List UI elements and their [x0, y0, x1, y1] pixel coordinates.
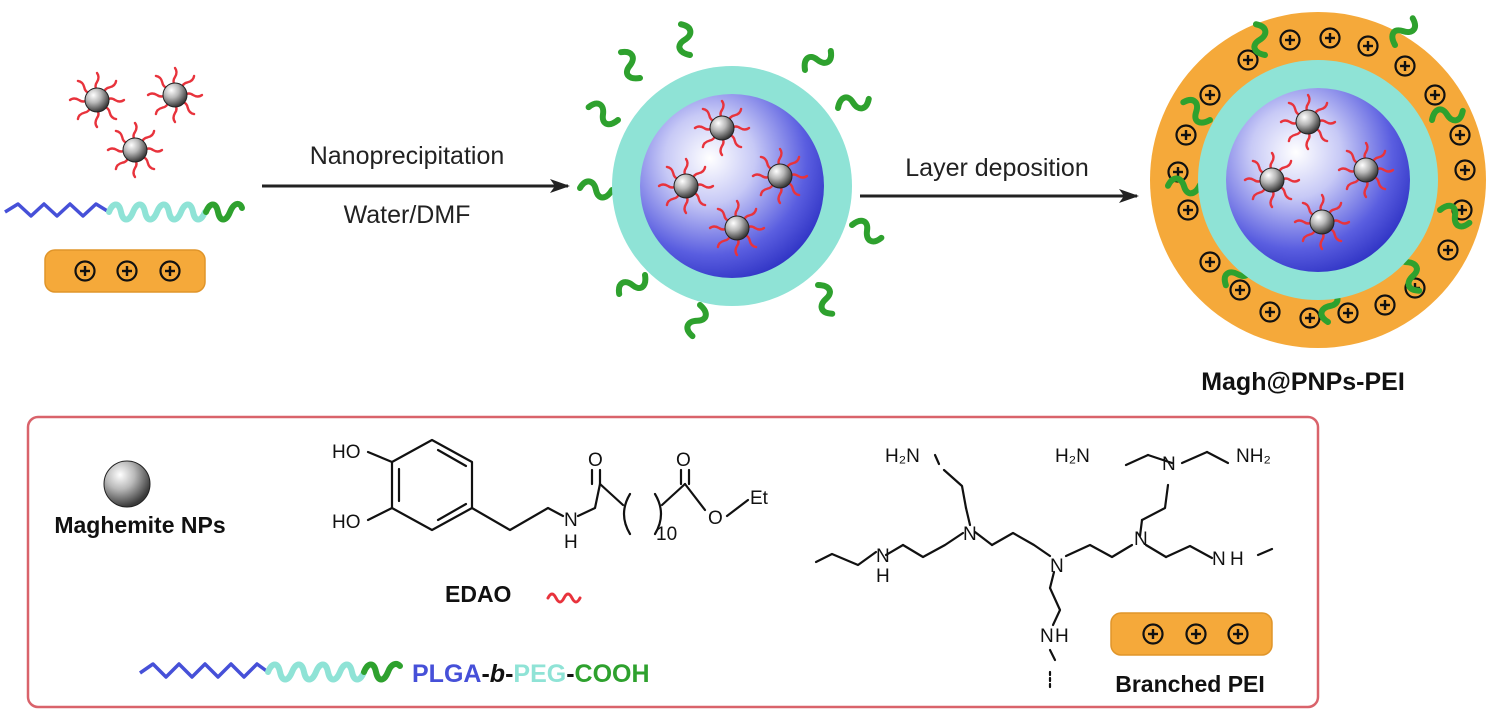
amine-n-label: N: [1040, 626, 1054, 647]
encapsulated-np: [1337, 141, 1395, 199]
polymer-separator: -: [566, 660, 574, 688]
product-label: Magh@PNPs-PEI: [1201, 368, 1405, 396]
amine-n-label: N: [876, 546, 890, 567]
amine-h-label: H: [876, 566, 890, 587]
cooh-text: COOH: [575, 660, 650, 688]
maghemite-particle: [68, 71, 126, 129]
ethyl-label: Et: [750, 488, 769, 509]
step1-sublabel: Water/DMF: [344, 201, 471, 229]
amine-n-label: N: [1050, 556, 1064, 577]
amine-h-label: H: [1230, 549, 1244, 570]
plga-core: [1226, 88, 1410, 272]
arrow-layer-deposition: Layer deposition: [860, 154, 1139, 203]
polymer-separator: -: [505, 660, 513, 688]
intermediate-nanoparticle: [580, 22, 885, 338]
maghemite-label: Maghemite NPs: [54, 512, 225, 538]
ho-top-label: HO: [332, 442, 361, 463]
amine-h2n-label: H₂N: [885, 446, 920, 467]
plga-text: PLGA: [412, 660, 481, 688]
legend-pei: Branched PEI: [1110, 612, 1273, 697]
pei-label: Branched PEI: [1115, 671, 1265, 697]
amine-h-label: H: [1055, 626, 1069, 647]
edao-label: EDAO: [445, 581, 511, 607]
ho-bottom-label: HO: [332, 512, 361, 533]
repeat-count-label: 10: [656, 524, 677, 545]
encapsulated-np: [708, 199, 766, 257]
amine-n-label: N: [1212, 549, 1226, 570]
polymer-separator: -: [481, 660, 489, 688]
maghemite-particle: [106, 121, 164, 179]
amide-o-label: O: [588, 450, 603, 471]
starting-polymer-chain: [4, 200, 245, 223]
maghemite-sphere-icon: [103, 460, 151, 508]
step1-label: Nanoprecipitation: [310, 142, 505, 170]
amine-n-label: N: [963, 524, 977, 545]
amine-h2n-label: H₂N: [1055, 446, 1090, 467]
edao-wave-icon: [546, 592, 582, 604]
plga-core: [640, 94, 824, 278]
maghemite-particle: [146, 66, 204, 124]
encapsulated-np: [693, 99, 751, 157]
amide-h-label: H: [564, 532, 578, 553]
amine-nh2-label: NH₂: [1236, 446, 1271, 467]
ester-o-label: O: [708, 508, 723, 529]
amide-n-label: N: [564, 510, 578, 531]
encapsulated-np: [1243, 151, 1301, 209]
amine-n-label: N: [1134, 529, 1148, 550]
legend-polymer: PLGA-b-PEG-COOH: [139, 660, 650, 688]
peg-text: PEG: [513, 660, 566, 688]
encapsulated-np: [1293, 193, 1351, 251]
encapsulated-np: [751, 147, 809, 205]
starting-pei-bar: [44, 249, 206, 293]
polymer-label: PLGA-b-PEG-COOH: [412, 660, 650, 688]
arrow-nanoprecipitation: Nanoprecipitation Water/DMF: [262, 142, 570, 229]
pei-structure: H₂N H₂N NH₂ N H N N N N N H N H: [814, 446, 1274, 692]
encapsulated-np: [657, 157, 715, 215]
legend-frame: [26, 415, 1320, 709]
encapsulated-np: [1279, 93, 1337, 151]
ester-carbonyl-o-label: O: [676, 450, 691, 471]
step2-label: Layer deposition: [905, 154, 1088, 182]
amine-n-label: N: [1162, 454, 1176, 475]
edao-structure: HO HO N H O O 10 O Et EDAO: [332, 438, 769, 607]
legend-maghemite: Maghemite NPs: [54, 460, 226, 538]
final-nanoparticle: [1150, 12, 1486, 348]
starting-nanoparticles: [68, 66, 204, 179]
block-b-text: b: [490, 660, 505, 688]
